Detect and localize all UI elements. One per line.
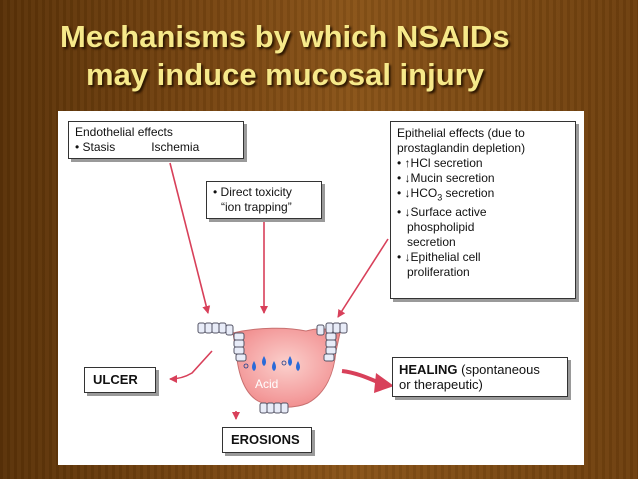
slide-title: Mechanisms by which NSAIDs may induce mu…	[0, 18, 638, 94]
hco3-text: • ↓HCO	[397, 186, 438, 200]
epithelial-effects-box: Epithelial effects (due to prostaglandin…	[390, 121, 576, 299]
diagram-panel: Acid Endothelial effects • Stasis Ischemi…	[58, 111, 584, 465]
endothelial-line: • Stasis Ischemia	[75, 140, 237, 155]
epithelial-surface: • ↓Surface active	[397, 205, 487, 220]
epithelial-line-2: prostaglandin depletion)	[397, 141, 526, 155]
toxicity-line-2: “ion trapping”	[221, 200, 292, 214]
epithelial-cell: • ↓Epithelial cell	[397, 250, 481, 265]
epithelial-proliferation: proliferation	[407, 265, 470, 280]
epithelial-hco3: • ↓HCO3 secretion	[397, 186, 569, 205]
erosions-box: EROSIONS	[222, 427, 312, 453]
healing-rest: (spontaneous	[457, 362, 540, 377]
epithelial-phospholipid: phospholipid	[407, 220, 475, 235]
direct-toxicity-box: • Direct toxicity “ion trapping”	[206, 181, 322, 219]
healing-line-2: or therapeutic)	[399, 377, 483, 392]
healing-arrowhead	[374, 373, 394, 393]
endothelial-effects-box: Endothelial effects • Stasis Ischemia	[68, 121, 244, 159]
hco3-subscript: 3	[437, 192, 443, 203]
healing-box: HEALING (spontaneous or therapeutic)	[392, 357, 568, 397]
ulcer-arrow	[169, 350, 213, 383]
epithelial-mucin: • ↓Mucin secretion	[397, 171, 495, 185]
ulcer-box: ULCER	[84, 367, 156, 393]
hco3-secretion-text: secretion	[442, 186, 495, 200]
healing-label: HEALING	[399, 362, 458, 377]
endothelial-title: Endothelial effects	[75, 125, 173, 139]
title-line-1: Mechanisms by which NSAIDs	[60, 19, 510, 54]
diagram-graphics: Acid	[116, 145, 394, 420]
erosions-label: EROSIONS	[231, 432, 300, 447]
endothelial-arrow	[169, 162, 211, 314]
title-line-2: may induce mucosal injury	[86, 57, 484, 92]
epithelial-hcl: • ↑HCl secretion	[397, 156, 483, 170]
ulcer-label: ULCER	[93, 372, 138, 387]
acid-label: Acid	[255, 377, 278, 391]
epithelial-line-1: Epithelial effects (due to	[397, 126, 525, 140]
mucosa-tissue-illustration: Acid	[197, 322, 348, 414]
toxicity-line-1: • Direct toxicity	[213, 185, 292, 199]
stasis-text: • Stasis	[75, 140, 116, 154]
epithelial-arrow	[337, 238, 389, 318]
ischemia-text: Ischemia	[151, 140, 200, 154]
epithelial-secretion: secretion	[407, 235, 456, 250]
healing-arrow	[341, 369, 381, 385]
